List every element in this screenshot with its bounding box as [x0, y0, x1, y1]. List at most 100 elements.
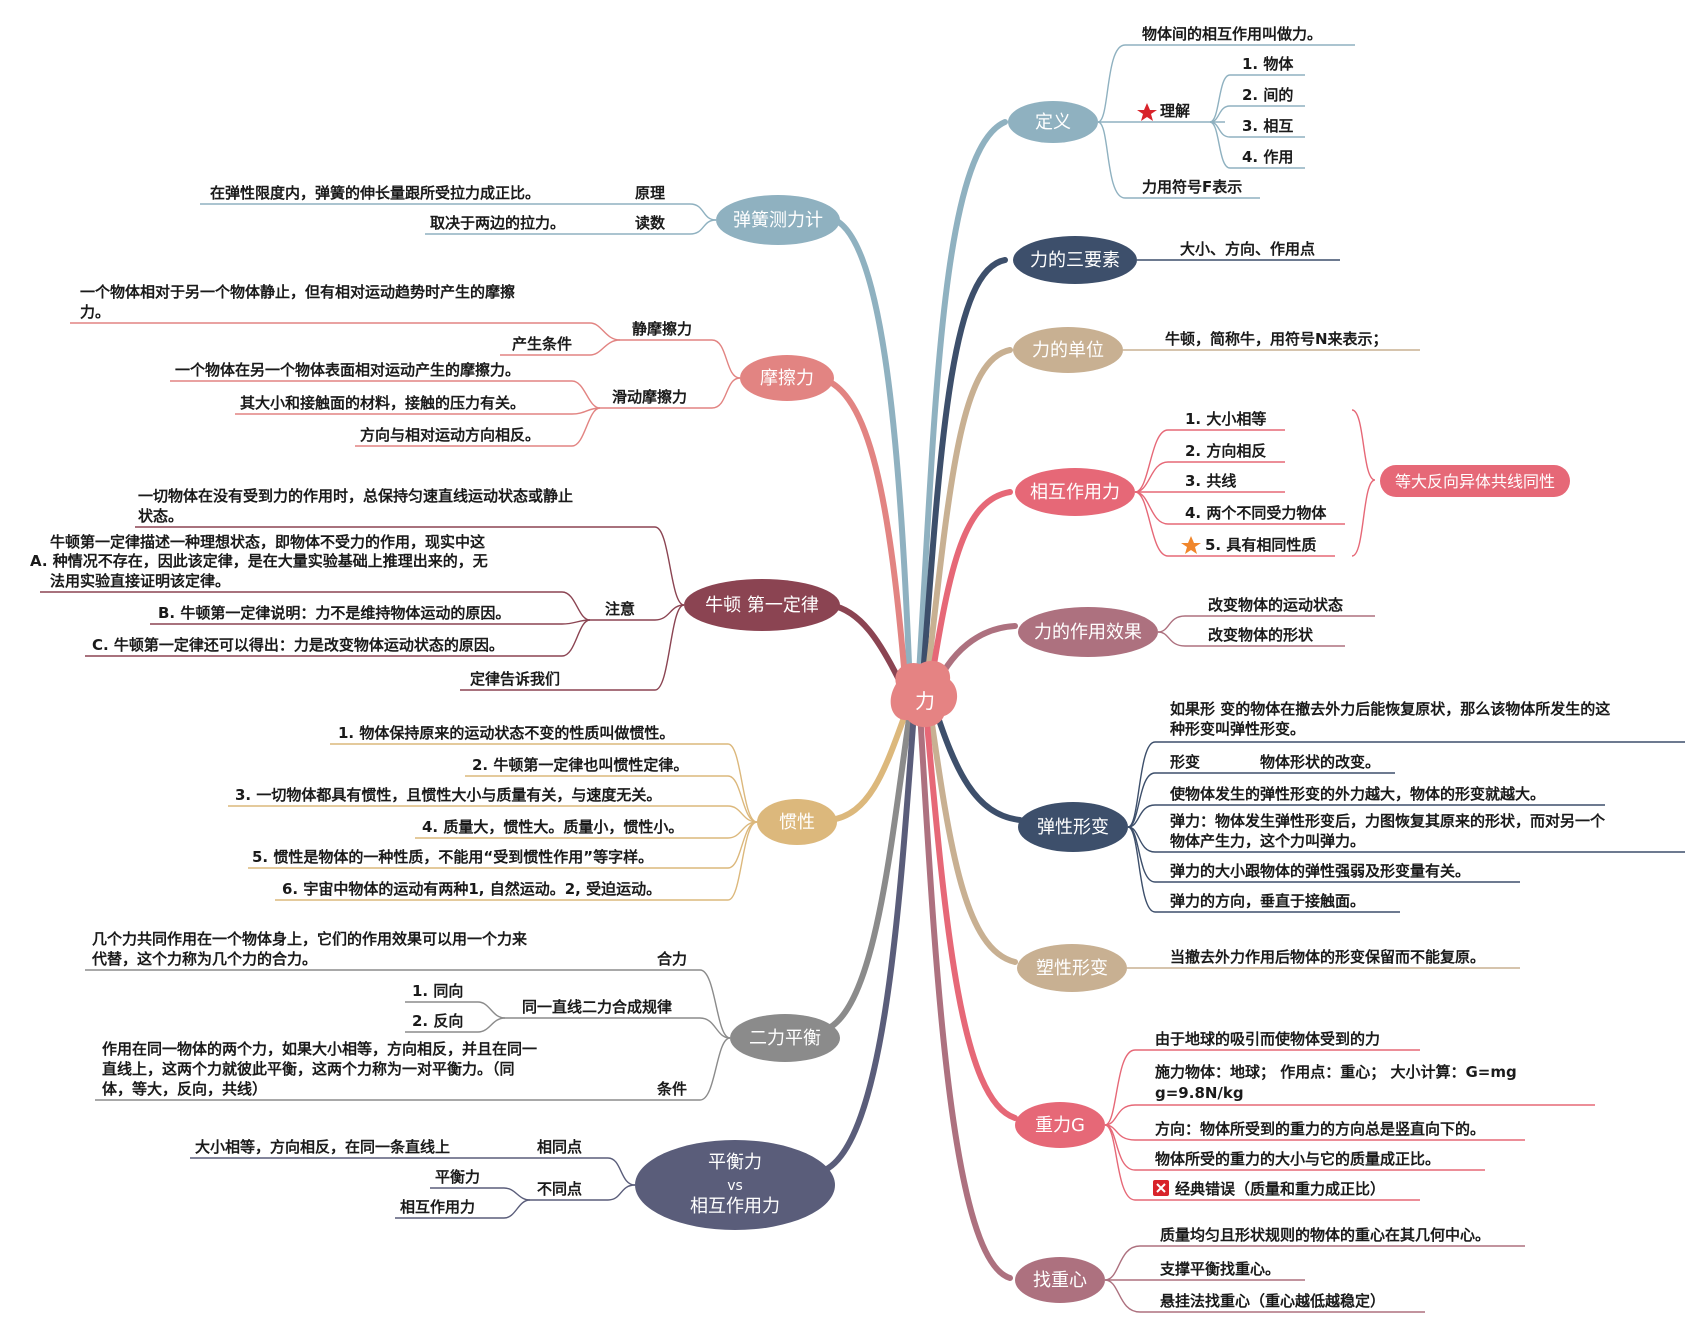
link-xianghu: [927, 489, 1013, 693]
node-suxing-label: 塑性形变: [1036, 958, 1108, 979]
guanxing-a: 1. 物体保持原来的运动状态不变的性质叫做惯性。: [338, 724, 674, 742]
node-sanyaosu[interactable]: [1013, 236, 1137, 284]
zhongxin-a: 质量均匀且形状规则的物体的重心在其几何中心。: [1160, 1226, 1490, 1244]
erli-heli: 合力: [656, 950, 687, 968]
branch-xiaoguo: 力的作用效果 改变物体的运动状态 改变物体的形状: [1018, 596, 1375, 657]
node-sanyaosu-label: 力的三要素: [1030, 250, 1120, 271]
link-suxing: [927, 707, 1018, 965]
star-orange-icon: [1181, 536, 1201, 554]
summary-tag[interactable]: [1380, 465, 1570, 497]
tanhuang-yuanli-val: 在弹性限度内，弹簧的伸长量跟所受拉力成正比。: [210, 184, 540, 202]
erli-t2: 2. 反向: [412, 1012, 463, 1030]
node-xianghu[interactable]: [1015, 468, 1135, 516]
node-pingheng-label2: 相互作用力: [690, 1196, 780, 1217]
link-mocali: [817, 375, 909, 693]
link-tanhuang: [827, 215, 913, 693]
erli-c3: 体，等大，反向，共线）: [102, 1080, 267, 1098]
guanxing-e: 5. 惯性是物体的一种性质，不能用“受到惯性作用”等字样。: [252, 848, 653, 866]
node-tanhuang[interactable]: [716, 195, 840, 245]
erli-heli2: 代替，这个力称为几个力的合力。: [91, 950, 317, 968]
node-zhongli[interactable]: [1015, 1102, 1105, 1148]
pingheng-d2: 相互作用力: [400, 1198, 475, 1216]
zhongli-d: 物体所受的重力的大小与它的质量成正比。: [1155, 1150, 1440, 1168]
tanxing-a1: 如果形 变的物体在撤去外力后能恢复原状，那么该物体所发生的这: [1170, 700, 1610, 718]
suxing-a: 当撤去外力作用后物体的形变保留而不能复原。: [1170, 948, 1485, 966]
node-mocali[interactable]: [740, 355, 834, 401]
niudun-a2: 状态。: [138, 507, 183, 525]
link-erli: [822, 709, 913, 1033]
xiaoguo-a: 改变物体的运动状态: [1208, 596, 1343, 614]
link-tanxing: [931, 702, 1023, 823]
center-node[interactable]: 力: [890, 660, 958, 728]
xiaoguo-b: 改变物体的形状: [1208, 626, 1314, 644]
guanxing-d: 4. 质量大，惯性大。质量小，惯性小。: [422, 818, 683, 836]
niudun-note: 注意: [605, 600, 635, 618]
node-pingheng-vs: vs: [727, 1178, 743, 1194]
link-niudun: [827, 602, 907, 693]
node-danwei[interactable]: [1013, 327, 1123, 373]
xianghu-a: 1. 大小相等: [1185, 410, 1266, 428]
danwei-a: 牛顿，简称牛，用符号N来表示；: [1165, 330, 1388, 348]
node-guanxing[interactable]: [757, 799, 837, 845]
zhongli-b2: g=9.8N/kg: [1155, 1084, 1244, 1102]
node-erli[interactable]: [730, 1014, 840, 1062]
niudun-n1a: 牛顿第一定律描述一种理想状态，即物体不受力的作用，现实中这: [50, 533, 485, 551]
node-zhongxin[interactable]: [1015, 1257, 1105, 1303]
tanxing-c: 使物体发生的弹性形变的外力越大，物体的形变就越大。: [1169, 785, 1545, 803]
zhongxin-c: 悬挂法找重心（重心越低越稳定）: [1160, 1292, 1385, 1310]
guanxing-f: 6. 宇宙中物体的运动有两种1, 自然运动。2, 受迫运动。: [282, 880, 661, 898]
branch-niudun: 牛顿 第一定律 一切物体在没有受到力的作用时，总保持匀速直线运动状态或静止 状态…: [30, 487, 840, 691]
node-pingheng[interactable]: [635, 1140, 835, 1230]
branch-erli: 二力平衡 合力 几个力共同作用在一个物体身上，它们的作用效果可以用一个力来 代替…: [85, 930, 840, 1101]
node-xiaoguo[interactable]: [1018, 607, 1158, 657]
node-erli-label: 二力平衡: [749, 1028, 821, 1049]
dingyi-u4: 4. 作用: [1242, 148, 1293, 166]
guanxing-b: 2. 牛顿第一定律也叫惯性定律。: [472, 756, 688, 774]
center-label: 力: [915, 689, 935, 713]
erli-t1: 1. 同向: [412, 982, 463, 1000]
sanyaosu-a: 大小、方向、作用点: [1180, 240, 1315, 258]
tanhuang-dushu: 读数: [635, 214, 666, 232]
erli-tiaojian: 条件: [656, 1080, 687, 1098]
node-dingyi[interactable]: [1008, 101, 1098, 143]
node-guanxing-label: 惯性: [779, 812, 815, 833]
node-danwei-label: 力的单位: [1032, 340, 1104, 361]
dingyi-symbol: 力用符号F表示: [1142, 178, 1242, 196]
tanhuang-yuanli: 原理: [635, 184, 665, 202]
tanxing-b-key: 形变: [1170, 753, 1200, 771]
branch-mocali: 摩擦力 静摩擦力 一个物体相对于另一个物体静止，但有相对运动趋势时产生的摩擦 力…: [70, 283, 834, 447]
mocali-hua-a: 一个物体在另一个物体表面相对运动产生的摩擦力。: [175, 361, 520, 379]
dingyi-u3: 3. 相互: [1242, 117, 1293, 135]
node-pingheng-label1: 平衡力: [708, 1152, 762, 1173]
branch-dingyi: 定义 物体间的相互作用叫做力。 理解 1. 物体 2. 间的 3. 相互 4. …: [1008, 25, 1355, 199]
link-sanyaosu: [919, 257, 1008, 693]
mocali-jing: 静摩擦力: [632, 320, 692, 338]
pingheng-same: 相同点: [537, 1138, 582, 1156]
mocali-jing-cond: 产生条件: [512, 335, 572, 353]
node-niudun[interactable]: [684, 579, 840, 631]
cross-icon: [1153, 1180, 1169, 1196]
pingheng-same-val: 大小相等，方向相反，在同一条直线上: [195, 1138, 450, 1156]
tanhuang-dushu-val: 取决于两边的拉力。: [430, 214, 565, 232]
branch-tanxing: 弹性形变 如果形 变的物体在撤去外力后能恢复原状，那么该物体所发生的这 种形变叫…: [1018, 700, 1685, 913]
center-blob: [890, 660, 958, 728]
link-pingheng: [822, 709, 917, 1173]
dingyi-understand: 理解: [1160, 102, 1190, 120]
xianghu-d: 4. 两个不同受力物体: [1185, 504, 1327, 522]
star-icon: [1137, 103, 1157, 121]
node-suxing[interactable]: [1017, 944, 1127, 992]
branch-suxing: 塑性形变 当撤去外力作用后物体的形变保留而不能复原。: [1017, 944, 1520, 992]
link-guanxing: [827, 709, 909, 823]
dingyi-u1: 1. 物体: [1242, 55, 1294, 73]
branch-zhongli: 重力G 由于地球的吸引而使物体受到的力 施力物体：地球； 作用点：重心； 大小计…: [1015, 1030, 1595, 1201]
node-tanxing[interactable]: [1018, 802, 1128, 852]
erli-c1: 作用在同一物体的两个力，如果大小相等，方向相反，并且在同一: [102, 1040, 537, 1058]
xianghu-c: 3. 共线: [1185, 472, 1236, 490]
node-xiaoguo-label: 力的作用效果: [1034, 622, 1142, 643]
node-xianghu-label: 相互作用力: [1030, 482, 1120, 503]
tanxing-b-val: 物体形状的改变。: [1260, 753, 1380, 771]
branch-guanxing: 惯性 1. 物体保持原来的运动状态不变的性质叫做惯性。 2. 牛顿第一定律也叫惯…: [228, 724, 837, 901]
xianghu-e: 5. 具有相同性质: [1205, 536, 1316, 554]
branch-danwei: 力的单位 牛顿，简称牛，用符号N来表示；: [1013, 327, 1420, 373]
